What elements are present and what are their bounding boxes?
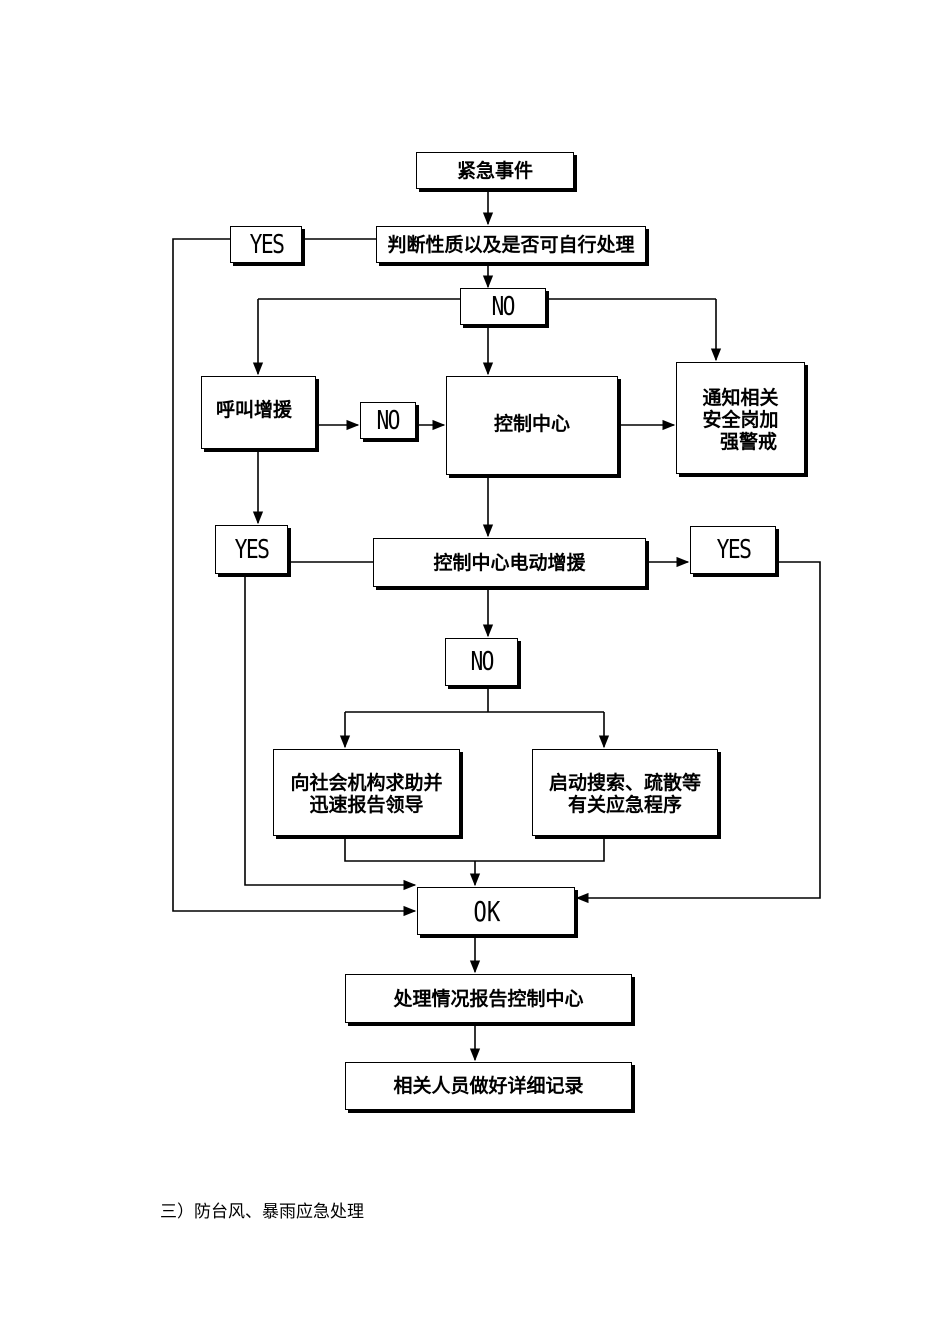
yes-top-box: YES <box>230 226 302 263</box>
notify-line-3: 强警戒 <box>719 431 777 453</box>
call-reinforcement-label: 呼叫增援 <box>216 399 293 421</box>
start-search-line-1: 启动搜索、疏散等 <box>548 772 701 794</box>
notify-box: 通知相关 安全岗加 强警戒 <box>676 362 805 474</box>
section-heading: 三）防台风、暴雨应急处理 <box>160 1202 364 1222</box>
no-mid-label: NO <box>376 405 401 436</box>
line-merge <box>344 837 605 862</box>
no-top-label: NO <box>491 291 516 322</box>
control-center-label: 控制中心 <box>493 413 570 435</box>
no-bottom-label: NO <box>470 647 494 677</box>
judge-label: 判断性质以及是否可自行处理 <box>387 233 635 256</box>
start-search-box: 启动搜索、疏散等 有关应急程序 <box>532 749 718 836</box>
no-top-box: NO <box>460 288 546 325</box>
emergency-event-label: 紧急事件 <box>456 159 533 182</box>
control-center-box: 控制中心 <box>446 376 618 475</box>
yes-left-box: YES <box>215 525 288 574</box>
no-bottom-box: NO <box>445 638 518 686</box>
line-yesright-ok <box>575 561 821 904</box>
report-result-label: 处理情况报告控制中心 <box>393 987 584 1010</box>
seek-help-line-1: 向社会机构求助并 <box>290 772 443 794</box>
start-search-text: 启动搜索、疏散等 有关应急程序 <box>549 772 701 816</box>
line-yes-ok-outer <box>172 238 417 917</box>
record-label: 相关人员做好详细记录 <box>393 1075 584 1097</box>
judge-box: 判断性质以及是否可自行处理 <box>376 226 646 263</box>
yes-left-label: YES <box>234 534 270 565</box>
report-result-box: 处理情况报告控制中心 <box>345 974 632 1023</box>
call-reinforcement-box: 呼叫增援 <box>201 376 316 449</box>
control-reinforce-box: 控制中心电动增援 <box>373 538 646 587</box>
notify-text: 通知相关 安全岗加 强警戒 <box>702 387 778 453</box>
control-reinforce-label: 控制中心电动增援 <box>433 551 586 574</box>
ok-label: OK <box>473 894 501 928</box>
line-yesleft-ok <box>244 574 417 891</box>
yes-right-box: YES <box>690 526 776 574</box>
seek-help-box: 向社会机构求助并 迅速报告领导 <box>273 749 460 836</box>
notify-line-2: 安全岗加 <box>702 409 779 431</box>
seek-help-text: 向社会机构求助并 迅速报告领导 <box>290 772 442 816</box>
emergency-event-box: 紧急事件 <box>416 152 574 189</box>
ok-box: OK <box>417 887 575 935</box>
no-mid-box: NO <box>360 402 416 439</box>
notify-line-1: 通知相关 <box>702 387 779 409</box>
yes-right-label: YES <box>716 535 751 565</box>
seek-help-line-2: 迅速报告领导 <box>309 794 424 816</box>
yes-top-label: YES <box>249 229 284 260</box>
record-box: 相关人员做好详细记录 <box>345 1062 632 1110</box>
start-search-line-2: 有关应急程序 <box>567 794 682 816</box>
